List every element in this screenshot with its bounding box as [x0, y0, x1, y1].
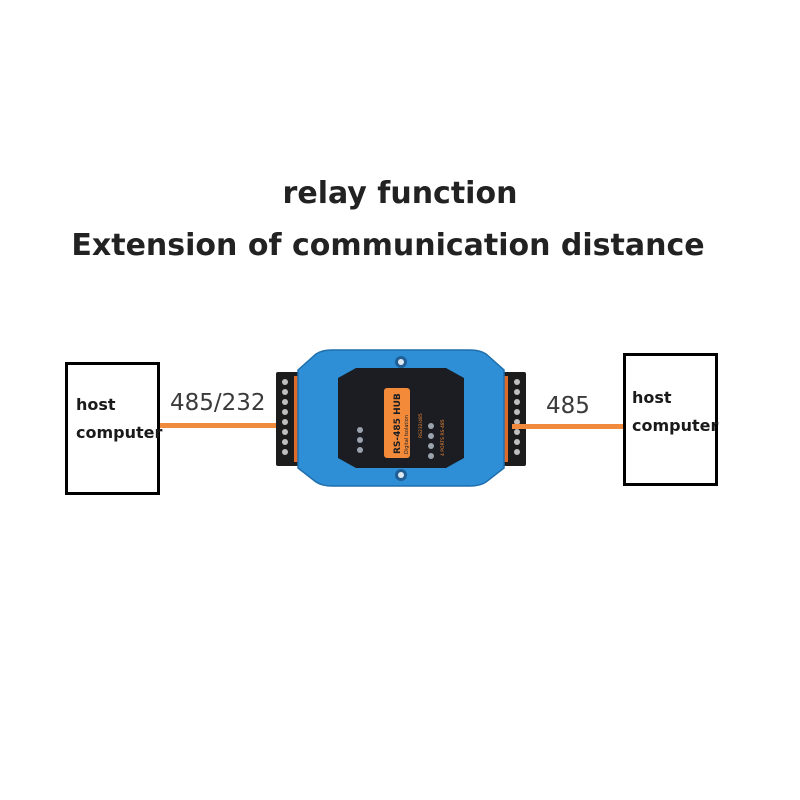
right-host-line1: host [632, 388, 672, 407]
rs485-hub-device-image: RS-485 HUB Digital Isolation RS232/485 4… [276, 349, 526, 487]
right-link-label: 485 [546, 393, 590, 419]
device-side-text-1: RS232/485 [418, 413, 424, 438]
left-terminal-block [276, 372, 302, 466]
right-host-computer-box: host computer [623, 353, 718, 486]
status-led-group [357, 427, 363, 453]
title-relay-function: relay function [282, 176, 518, 211]
right-cable [512, 424, 624, 429]
left-host-computer-box: host computer [65, 362, 162, 495]
right-host-label: host computer [632, 384, 718, 440]
left-host-line2: computer [76, 423, 163, 442]
device-subtitle-text: Digital Isolation [404, 415, 410, 454]
right-terminal-block [500, 372, 526, 466]
left-cable [160, 423, 284, 428]
port-led-group [428, 423, 434, 459]
left-host-line1: host [76, 395, 116, 414]
device-name-text: RS-485 HUB [393, 393, 403, 454]
right-host-line2: computer [632, 416, 719, 435]
left-link-label: 485/232 [170, 390, 266, 416]
device-name-label [384, 388, 410, 458]
title-extension: Extension of communication distance [71, 228, 705, 263]
device-side-text-2: 4 PORTS RS-485 [440, 419, 446, 456]
left-host-label: host computer [76, 391, 162, 447]
